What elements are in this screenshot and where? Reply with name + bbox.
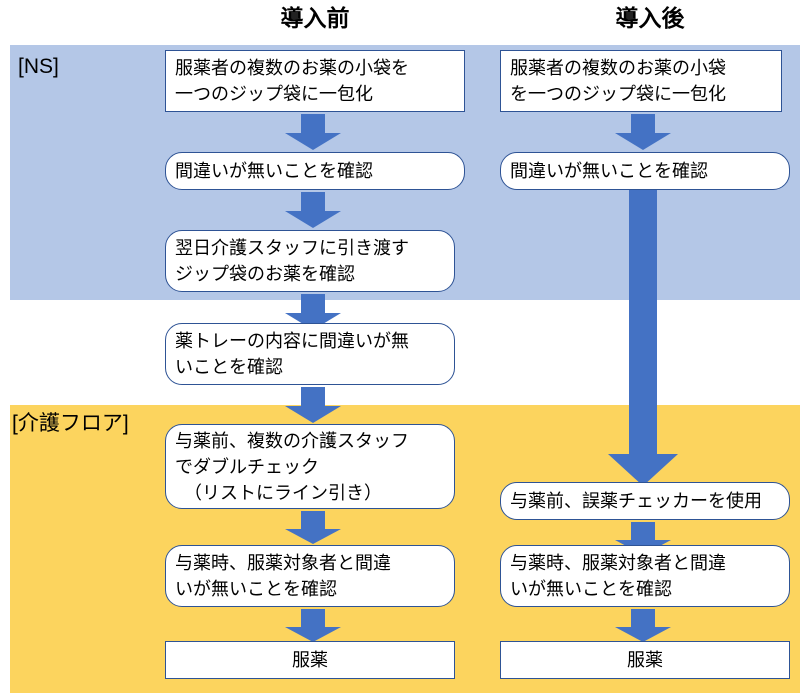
process-node-before-5[interactable]: 与薬前、複数の介護スタッフ でダブルチェック （リストにライン引き） xyxy=(165,424,455,509)
node-text-line: いが無いことを確認 xyxy=(510,579,672,599)
process-node-before-4[interactable]: 薬トレーの内容に間違いが無 いことを確認 xyxy=(165,323,455,385)
flow-arrow-down-icon xyxy=(285,114,341,150)
node-text-line: を一つのジップ袋に一包化 xyxy=(510,84,726,104)
node-text-line: 与薬時、服薬対象者と間違 xyxy=(175,553,391,573)
node-text-line: 服薬 xyxy=(627,650,663,670)
node-text-line: 与薬時、服薬対象者と間違 xyxy=(510,553,726,573)
node-text-line: 服薬者の複数のお薬の小袋 xyxy=(510,58,726,78)
flow-arrow-down-icon xyxy=(615,609,671,642)
process-node-before-2[interactable]: 間違いが無いことを確認 xyxy=(165,152,465,190)
node-text-line: 与薬前、複数の介護スタッフ xyxy=(175,430,409,451)
process-node-before-6[interactable]: 与薬時、服薬対象者と間違 いが無いことを確認 xyxy=(165,545,455,607)
node-text-line: でダブルチェック xyxy=(175,456,319,477)
process-node-before-1[interactable]: 服薬者の複数のお薬の小袋を 一つのジップ袋に一包化 xyxy=(165,50,465,112)
node-text-line: 薬トレーの内容に間違いが無 xyxy=(175,331,409,351)
process-node-after-3[interactable]: 与薬前、誤薬チェッカーを使用 xyxy=(500,482,790,520)
process-node-before-3[interactable]: 翌日介護スタッフに引き渡す ジップ袋のお薬を確認 xyxy=(165,230,455,292)
flow-arrow-down-icon xyxy=(285,609,341,642)
flow-arrow-down-icon xyxy=(285,192,341,228)
column-header-after: 導入後 xyxy=(615,5,685,31)
flow-arrow-down-icon xyxy=(285,511,341,544)
node-text-line: 服薬 xyxy=(292,650,328,670)
process-node-after-4[interactable]: 与薬時、服薬対象者と間違 いが無いことを確認 xyxy=(500,545,790,607)
column-header-before: 導入前 xyxy=(280,5,350,31)
node-text-line: （リストにライン引き） xyxy=(175,482,382,503)
process-node-before-7[interactable]: 服薬 xyxy=(165,641,455,679)
zone-label-ns: [NS] xyxy=(18,55,59,78)
node-text-line: 一つのジップ袋に一包化 xyxy=(175,84,373,104)
process-node-after-5[interactable]: 服薬 xyxy=(500,641,790,679)
node-text-line: 翌日介護スタッフに引き渡す xyxy=(175,238,409,258)
zone-label-care-floor: [介護フロア] xyxy=(12,412,129,435)
node-text-line: 与薬前、誤薬チェッカーを使用 xyxy=(510,491,762,511)
flow-arrow-down-long-icon xyxy=(608,190,678,486)
node-text-line: 間違いが無いことを確認 xyxy=(510,161,708,181)
node-text-line: いことを確認 xyxy=(175,357,283,377)
node-text-line: ジップ袋のお薬を確認 xyxy=(175,264,355,284)
flow-arrow-down-icon xyxy=(285,387,341,423)
node-text-line: 服薬者の複数のお薬の小袋を xyxy=(175,58,409,78)
process-node-after-1[interactable]: 服薬者の複数のお薬の小袋 を一つのジップ袋に一包化 xyxy=(500,50,782,112)
process-node-after-2[interactable]: 間違いが無いことを確認 xyxy=(500,152,790,190)
node-text-line: いが無いことを確認 xyxy=(175,579,337,599)
node-text-line: 間違いが無いことを確認 xyxy=(175,161,373,181)
flow-arrow-down-icon xyxy=(615,114,671,150)
